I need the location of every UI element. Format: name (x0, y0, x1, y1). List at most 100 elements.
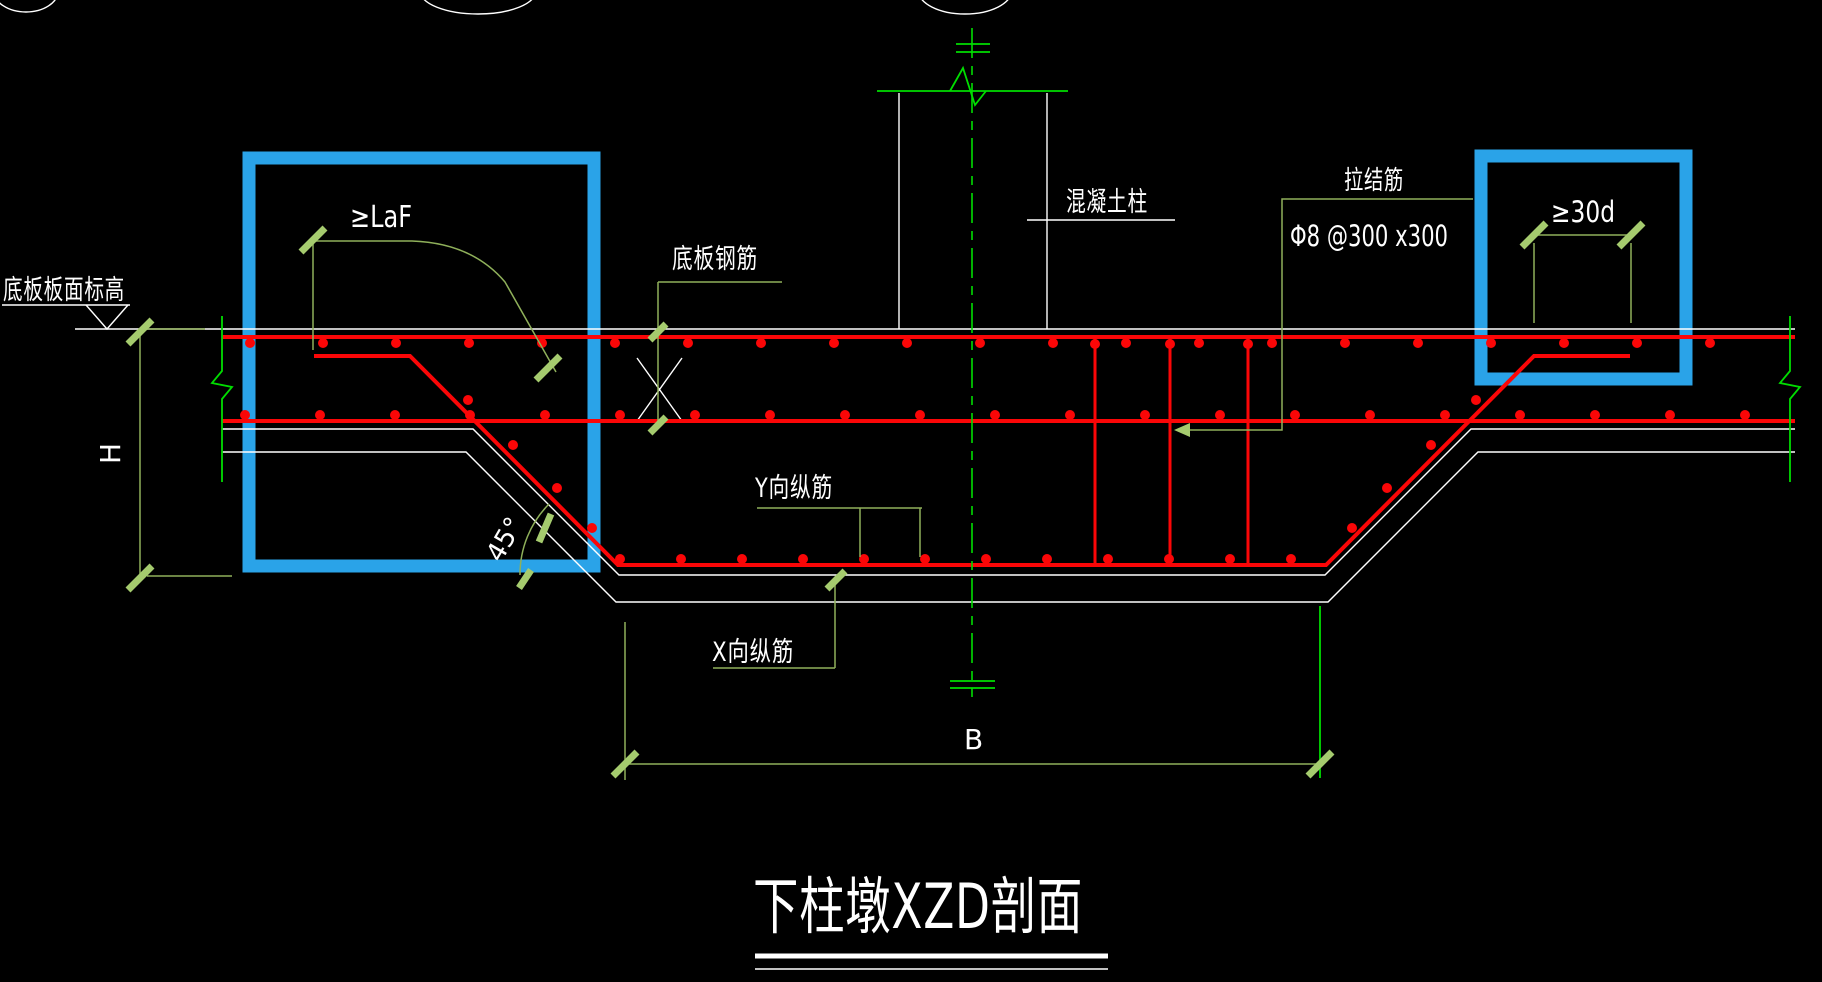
rebar-dot (1065, 410, 1075, 420)
dim-30d-extensions (1533, 243, 1632, 323)
rebar-dot (1090, 339, 1100, 349)
rebar-dot (1215, 410, 1225, 420)
y-bars-label: Y向纵筋 (754, 473, 833, 504)
angle-45-ticks (516, 512, 555, 590)
rebar-dot (1413, 338, 1423, 348)
slab-rebar-label: 底板钢筋 (672, 244, 758, 275)
d30-label: ≥30d (1551, 195, 1615, 229)
rebar-dot (756, 338, 766, 348)
rebar-dot (1340, 338, 1350, 348)
rebar-lines (222, 335, 1795, 567)
grid-bubble-arc (423, 0, 533, 15)
rebar-dot (1382, 483, 1392, 493)
rebar-dot (1365, 410, 1375, 420)
rebar-dot (1665, 410, 1675, 420)
rebar-dot (1347, 523, 1357, 533)
rebar-dot (981, 554, 991, 564)
y-bars-leader (757, 507, 922, 557)
column-label: 混凝土柱 (1066, 187, 1148, 218)
slab-rebar-leader (657, 281, 782, 425)
rebar-dot (1121, 338, 1131, 348)
x-bars-label: X向纵筋 (712, 637, 794, 668)
rebar-dot (610, 338, 620, 348)
tie-bar-verticals (1093, 339, 1250, 565)
rebar-dot (840, 410, 850, 420)
rebar-dot (615, 554, 625, 564)
highlight-box-right (1474, 149, 1693, 386)
rebar-dot (587, 523, 597, 533)
rebar-dot (737, 554, 747, 564)
break-line-right (1778, 316, 1802, 482)
rebar-dot (1632, 338, 1642, 348)
x-bars-tick (824, 568, 848, 592)
rebar-dot (765, 410, 775, 420)
rebar-dot (1426, 440, 1436, 450)
lap-cross-mark (636, 357, 683, 422)
rebar-dot (463, 395, 473, 405)
laf-ticks (298, 225, 563, 383)
pier-bottom-outline (222, 428, 1795, 576)
centerlines-breaklines (210, 28, 1802, 778)
text-labels: 底板板面标高 ≥LaF 底板钢筋 混凝土柱 拉结筋 Φ8 @300 x300 ≥… (3, 166, 1615, 756)
tie-spec-label: Φ8 @300 x300 (1290, 219, 1448, 253)
rebar-dot (1740, 410, 1750, 420)
rebar-dot (915, 410, 925, 420)
rebar-dot (1267, 338, 1277, 348)
rebar-dot (1440, 410, 1450, 420)
axis-ticks-top (956, 43, 990, 53)
rebar-dot (859, 554, 869, 564)
rebar-dot (690, 410, 700, 420)
rebar-dot (390, 410, 400, 420)
axis-ticks-bottom (950, 680, 995, 689)
rebar-dot (552, 483, 562, 493)
rebar-dot (1286, 554, 1296, 564)
laf-label: ≥LaF (350, 200, 412, 235)
rebar-dot (829, 338, 839, 348)
rebar-dot (1515, 410, 1525, 420)
rebar-dot (1048, 338, 1058, 348)
dim-h-extensions (147, 328, 232, 577)
rebar-dot (1590, 410, 1600, 420)
break-zigzag-icon (949, 65, 987, 107)
rebar-dot (1042, 554, 1052, 564)
rebar-dot (464, 338, 474, 348)
rebar-dot (683, 338, 693, 348)
rebar-dot (1164, 554, 1174, 564)
dimension-leaders (125, 198, 1646, 780)
rebar-dot (537, 338, 547, 348)
rebar-dot (1243, 339, 1253, 349)
highlight-box-left (242, 151, 601, 573)
elevation-label: 底板板面标高 (3, 275, 125, 306)
rebar-dot (798, 554, 808, 564)
elevation-triangle-icon (85, 304, 129, 331)
rebar-dot (540, 410, 550, 420)
rebar-dot (465, 410, 475, 420)
rebar-dot (1165, 339, 1175, 349)
rebar-dot (1140, 410, 1150, 420)
rebar-dot (245, 338, 255, 348)
rebar-dot (1290, 410, 1300, 420)
rebar-dot (975, 338, 985, 348)
slab-rebar-ticks (647, 321, 669, 436)
tie-bar-label: 拉结筋 (1344, 166, 1404, 196)
grid-bubble-arc (0, 0, 56, 13)
rebar-dot (1486, 338, 1496, 348)
tie-bar-arrow-icon (1174, 423, 1190, 437)
rebar-dot (902, 338, 912, 348)
rebar-dot (508, 440, 518, 450)
tie-bar-leader (1180, 198, 1473, 431)
rebar-dot (318, 338, 328, 348)
rebar-dot (240, 410, 250, 420)
dim-b-label: B (964, 723, 983, 756)
dim-30d-ticks (1519, 220, 1646, 250)
drawing-title-block: 下柱墩XZD剖面 (753, 870, 1108, 970)
rebar-dot (1225, 554, 1235, 564)
drawing-title: 下柱墩XZD剖面 (753, 870, 1083, 943)
rebar-dot (1705, 338, 1715, 348)
rebar-dot (615, 410, 625, 420)
rebar-dot (676, 554, 686, 564)
rebar-dot (920, 554, 930, 564)
dim-b-ticks (610, 749, 1335, 779)
column-outline (898, 93, 1048, 329)
